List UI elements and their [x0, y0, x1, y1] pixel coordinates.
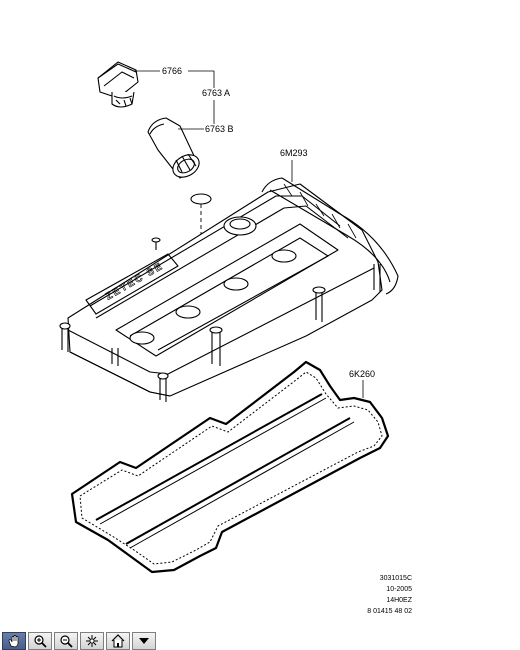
reference-code-3: 8 01415 48 02 [367, 608, 412, 615]
options-dropdown-button[interactable] [132, 632, 156, 650]
cover-gasket [70, 360, 390, 574]
callout-6763a: 6763 A [202, 88, 230, 98]
callout-6766: 6766 [162, 66, 182, 76]
exploded-parts-diagram: ZETEC SE 6766 6763 A 6763 B 6M293 6K260 [59, 61, 399, 574]
callout-leaders-upper [134, 70, 364, 398]
reference-date: 10-2005 [386, 586, 412, 593]
fit-view-button[interactable] [80, 632, 104, 650]
zoom-out-button[interactable] [54, 632, 78, 650]
zoom-in-button[interactable] [28, 632, 52, 650]
reference-code-2: 14H0EZ [386, 597, 412, 604]
home-icon [111, 634, 125, 648]
zoom-out-icon [60, 635, 73, 648]
fit-view-icon [86, 635, 98, 647]
zoom-in-icon [34, 635, 47, 648]
oil-filler-cap [97, 61, 139, 108]
viewer-toolbar [0, 632, 156, 650]
pan-hand-icon [8, 635, 19, 648]
home-button[interactable] [106, 632, 130, 650]
reference-code-1: 3031015C [379, 575, 412, 582]
dropdown-arrow-icon [139, 638, 149, 644]
filler-seal [147, 117, 200, 179]
camshaft-cover [59, 177, 399, 402]
callout-6763b: 6763 B [205, 124, 234, 134]
callout-6m293: 6M293 [280, 148, 308, 158]
callout-6k260: 6K260 [349, 369, 375, 379]
pan-button[interactable] [2, 632, 26, 650]
